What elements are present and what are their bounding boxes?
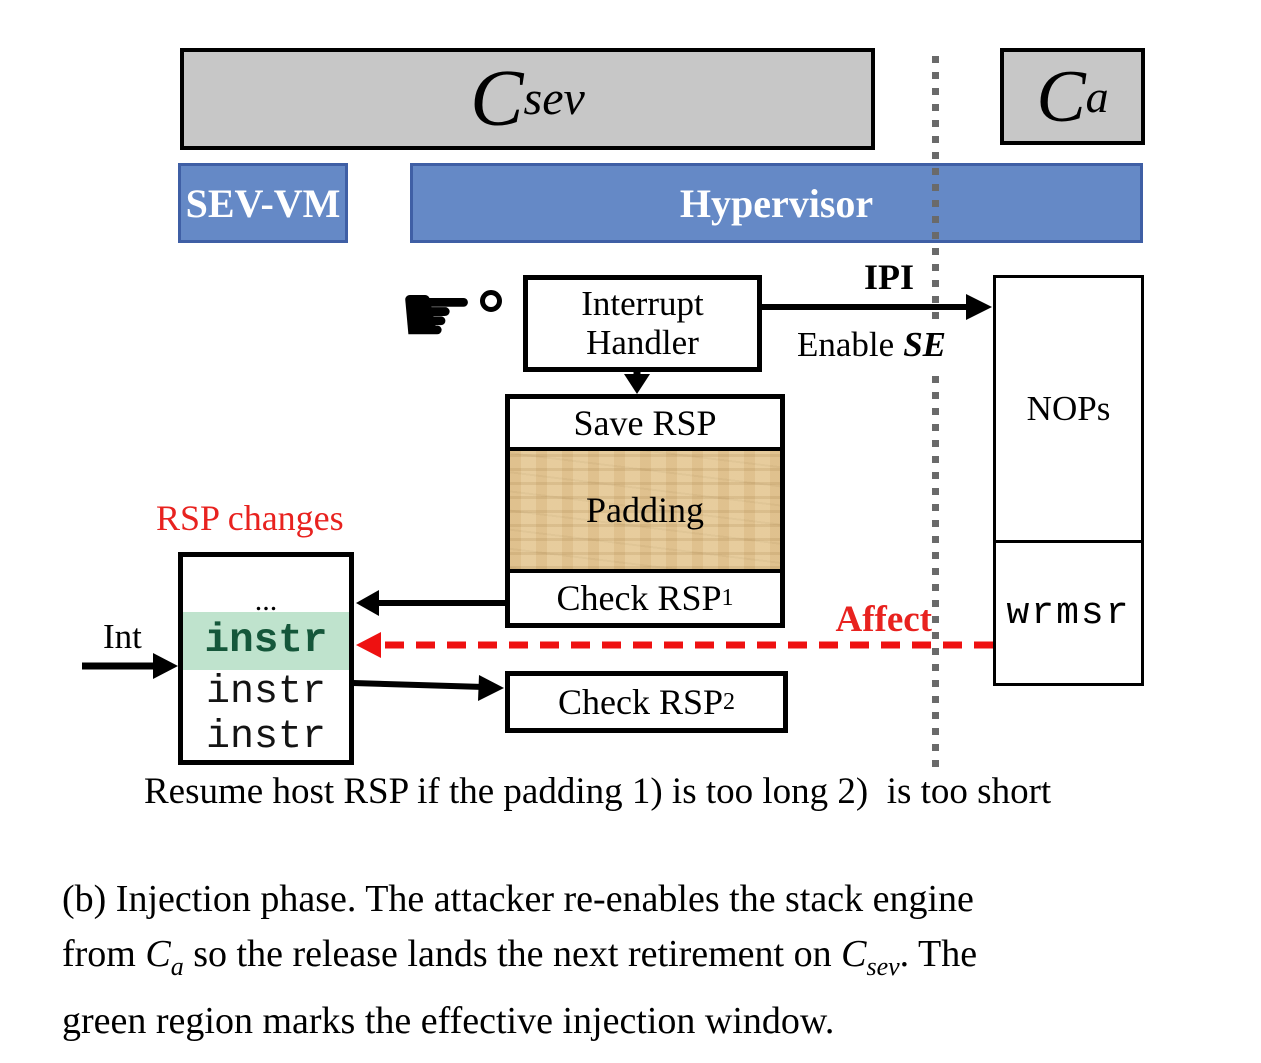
victim-instr-box: ... instr instr instr — [178, 552, 354, 765]
attacker-code-box: NOPs wrmsr — [993, 275, 1144, 686]
check-rsp1-subscript: 1 — [721, 584, 734, 611]
ca-subscript: a — [1085, 70, 1109, 122]
caption-line2-mid: so the release lands the next retirement… — [183, 933, 842, 975]
caption-line-3: green region marks the effective injecti… — [62, 1000, 835, 1042]
interrupt-handler-box: Interrupt Handler — [523, 275, 762, 372]
save-rsp-label: Save RSP — [573, 403, 717, 443]
injected-instr-label: instr — [204, 618, 328, 665]
padding-row: Padding — [510, 451, 780, 573]
check-rsp2-label: Check RSP — [557, 682, 724, 722]
csev-subscript: sev — [523, 72, 585, 125]
int-label: Int — [103, 617, 142, 656]
victim-to-check2-arrow — [352, 675, 504, 701]
caption-ca-symbol: C — [145, 933, 171, 975]
interrupt-handler-line2: Handler — [586, 322, 699, 362]
sev-vm-label: SEV-VM — [185, 180, 341, 226]
wrmsr-section: wrmsr — [996, 543, 1141, 683]
hypervisor-label: Hypervisor — [679, 180, 874, 226]
instr-ellipsis: ... — [254, 584, 278, 618]
se-text: SE — [903, 325, 946, 364]
padding-label: Padding — [585, 490, 704, 530]
caption-csev-symbol: C — [841, 933, 867, 975]
check-rsp2-subscript: 2 — [723, 688, 736, 715]
instr-2-label: instr — [205, 670, 327, 715]
injection-window-row: instr — [183, 612, 349, 670]
interrupt-handler-line1: Interrupt — [581, 284, 704, 323]
check-rsp1-label: Check RSP — [556, 578, 722, 618]
instr-3-label: instr — [205, 715, 327, 760]
ipi-label: IPI — [863, 257, 914, 297]
affect-label: Affect — [835, 599, 932, 640]
instr-row-3: instr — [183, 715, 349, 760]
instr-ellipsis-row: ... — [183, 557, 349, 618]
nops-label: NOPs — [1026, 389, 1111, 428]
caption-csev-subscript: sev — [866, 952, 900, 981]
handler-to-stack-arrow — [624, 371, 650, 394]
wrmsr-label: wrmsr — [1006, 591, 1131, 635]
caption-line2-post: . The — [899, 933, 978, 975]
enable-text: Enable — [797, 325, 895, 364]
pointing-hand-icon: ☛ — [398, 265, 476, 365]
sev-vm-bar: SEV-VM — [178, 163, 348, 243]
figure-caption: (b) Injection phase. The attacker re-ena… — [62, 872, 1222, 1049]
csev-label: C — [470, 55, 524, 143]
caption-line-1: (b) Injection phase. The attacker re-ena… — [62, 878, 974, 920]
save-rsp-row: Save RSP — [510, 399, 780, 451]
caption-ca-subscript: a — [170, 952, 184, 981]
core-separator-dotted-line — [932, 56, 939, 768]
caption-line2-pre: from — [62, 933, 146, 975]
touch-ring-icon — [480, 290, 502, 312]
ca-label: C — [1036, 55, 1086, 138]
check1-to-victim-arrow — [356, 590, 505, 616]
hypervisor-bar: Hypervisor — [410, 163, 1143, 243]
caption-line-2: from Ca so the release lands the next re… — [62, 927, 1222, 994]
rsp-changes-label: RSP changes — [156, 498, 344, 538]
instr-row-2: instr — [183, 670, 349, 715]
nops-section: NOPs — [996, 278, 1141, 543]
resume-note: Resume host RSP if the padding 1) is too… — [144, 771, 1052, 812]
